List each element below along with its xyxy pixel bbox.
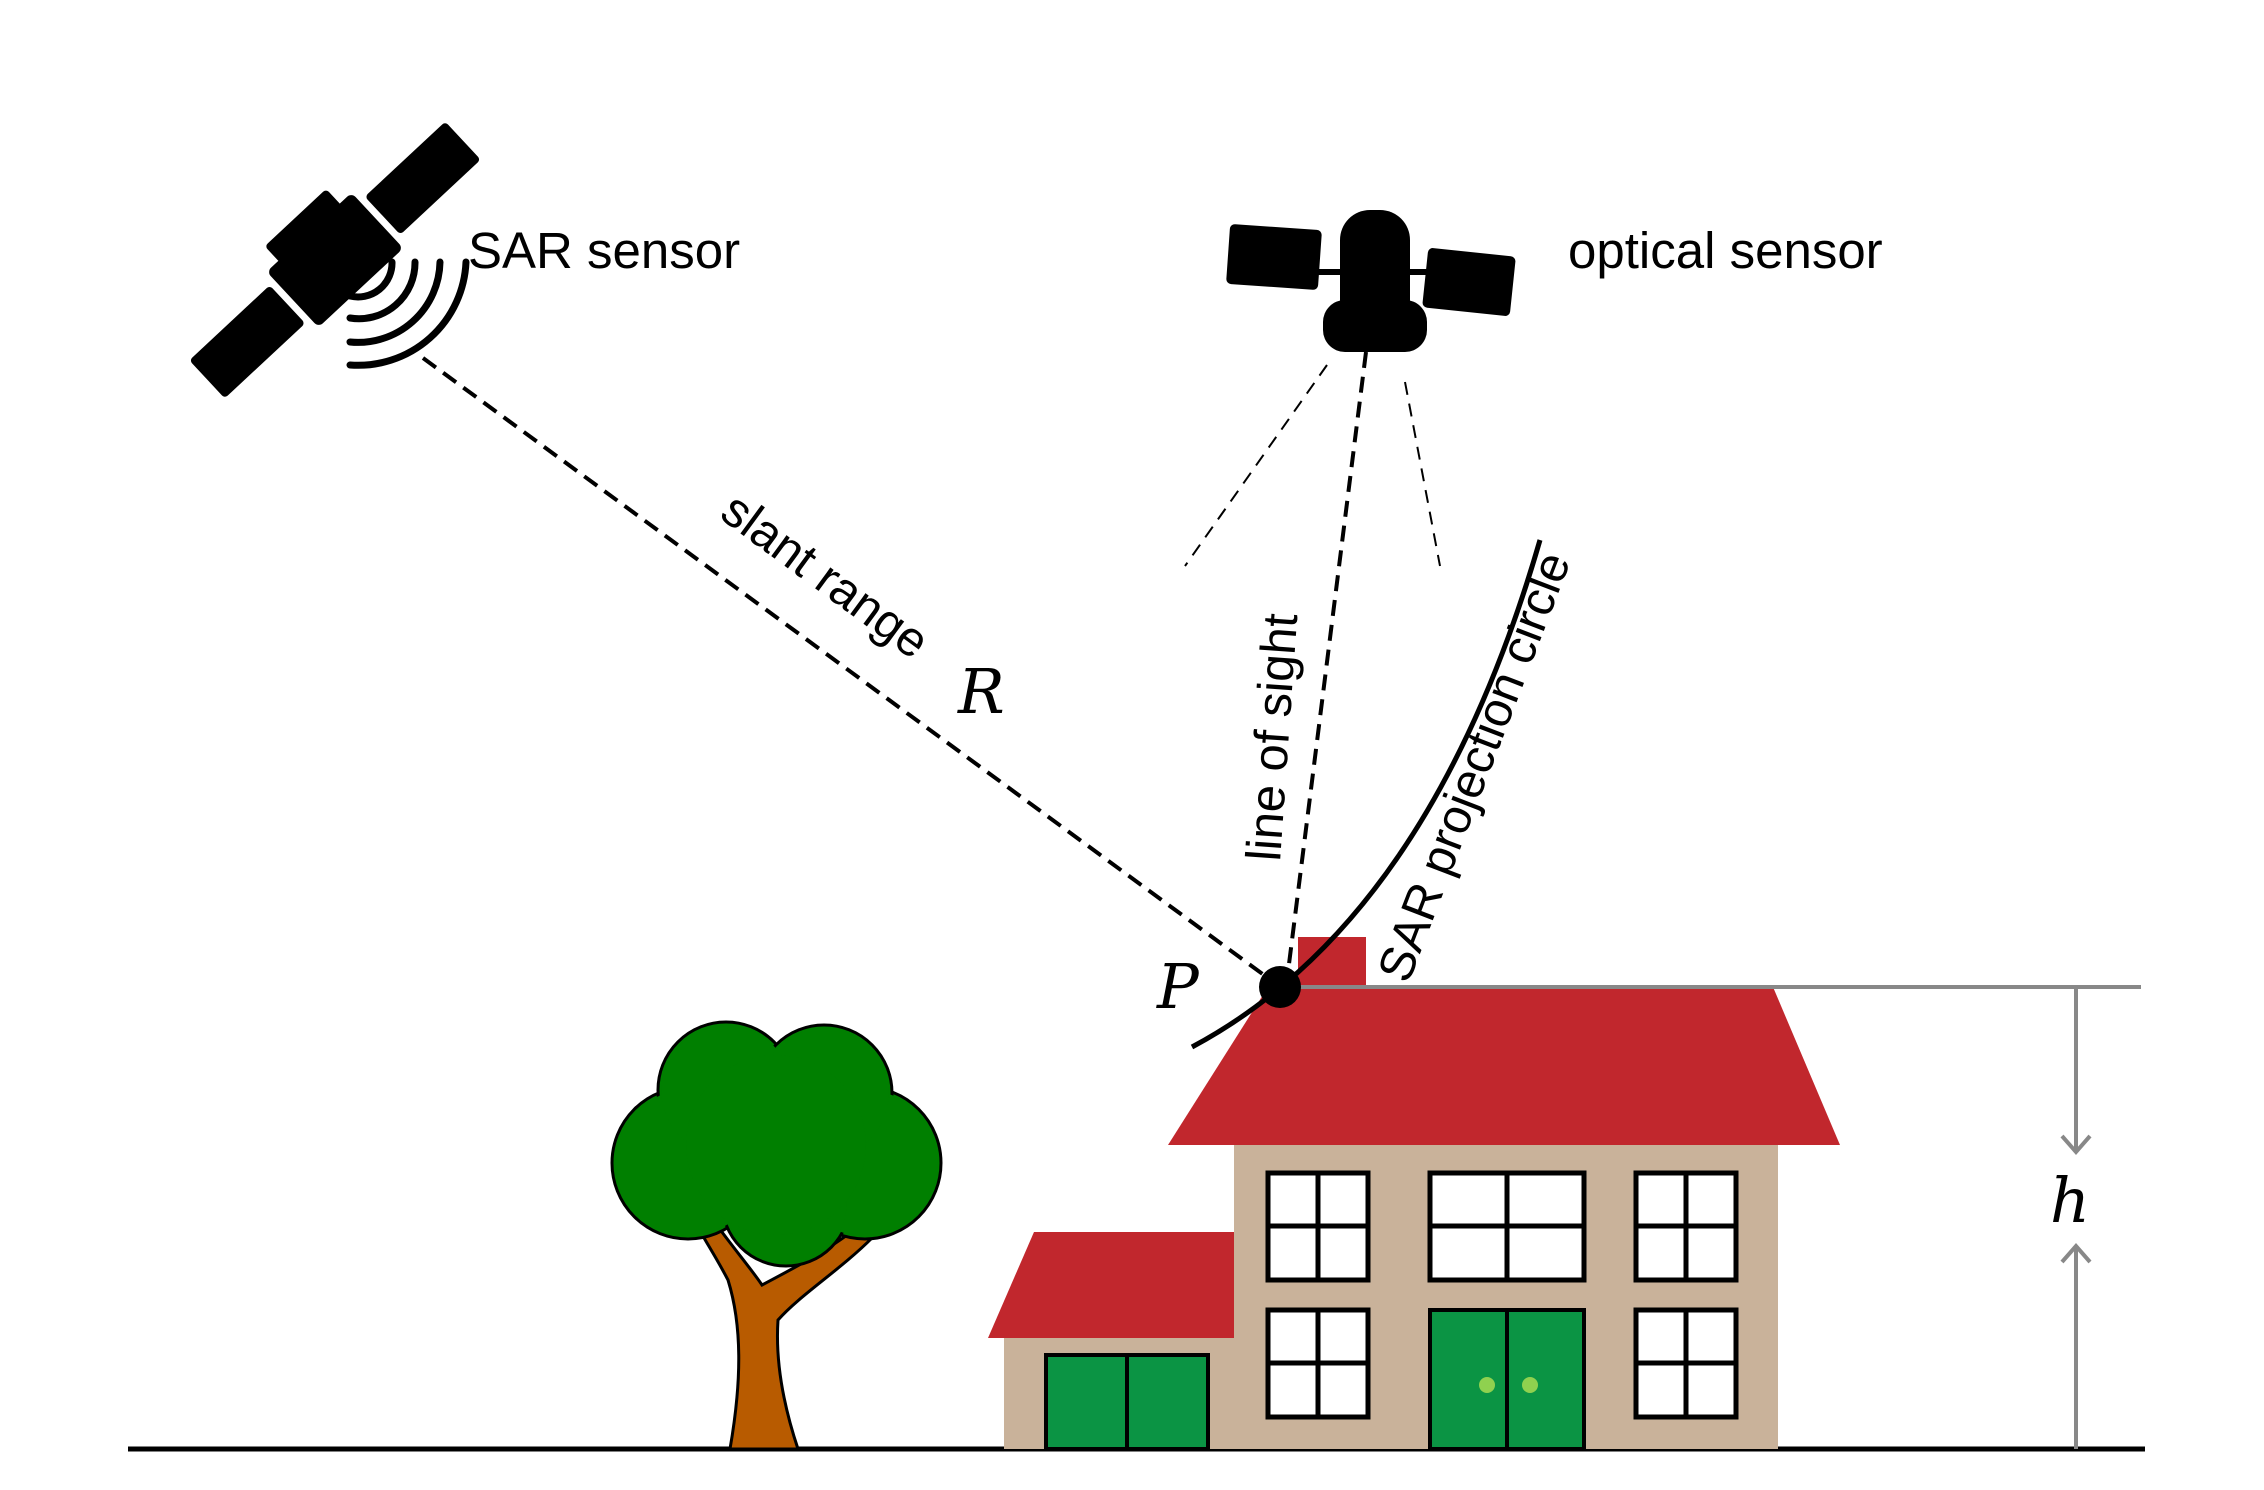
slant-range-line: [421, 356, 1270, 980]
tree-trunk: [698, 1222, 875, 1451]
line-of-sight-label: line of sight: [1237, 611, 1308, 862]
door-knob: [1522, 1377, 1538, 1393]
window: [1265, 1307, 1371, 1420]
windows: [1265, 1170, 1739, 1420]
height-marker: [1280, 985, 2141, 1449]
field-of-view-left: [1184, 364, 1328, 567]
door-knob: [1479, 1377, 1495, 1393]
slant-range-label: slant range: [711, 482, 938, 669]
window: [1633, 1170, 1739, 1283]
window: [1633, 1307, 1739, 1420]
house-icon: [988, 937, 1840, 1451]
tree-icon: [610, 1020, 943, 1451]
sar-satellite-icon: [190, 123, 480, 397]
window: [1265, 1170, 1371, 1283]
range-symbol: R: [957, 655, 1005, 728]
line-of-sight-line: [1286, 351, 1368, 973]
point-p-label: P: [1156, 950, 1200, 1023]
main-roof: [1168, 987, 1840, 1145]
annex-roof: [988, 1232, 1236, 1338]
optical-satellite-icon: [1226, 210, 1516, 352]
main-door: [1428, 1308, 1586, 1451]
height-symbol: h: [2050, 1164, 2090, 1237]
optical-sensor-label: optical sensor: [1568, 222, 1883, 279]
field-of-view-right: [1404, 381, 1441, 567]
window: [1427, 1170, 1587, 1283]
projection-circle-label: SAR projection circle: [1368, 545, 1581, 989]
radar-waves-icon: [346, 258, 470, 369]
annex-door: [1044, 1353, 1210, 1451]
sar-projection-circle: [1190, 539, 1543, 1050]
sar-sensor-label: SAR sensor: [468, 222, 740, 279]
point-p-marker: [1259, 966, 1301, 1008]
